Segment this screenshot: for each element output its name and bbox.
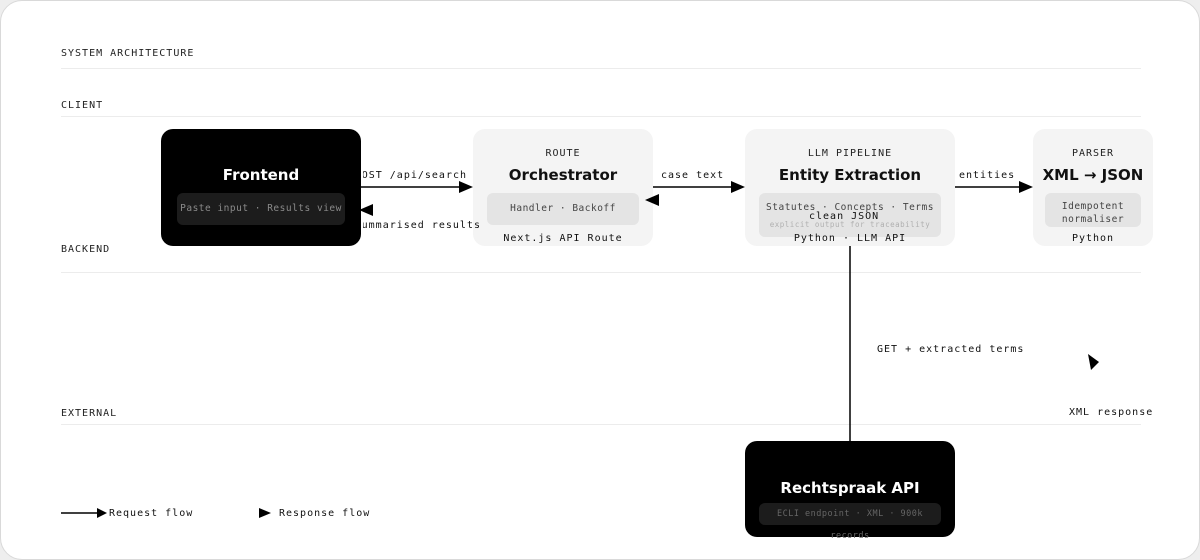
lane-label-external: EXTERNAL xyxy=(61,408,118,419)
orchestrator-kicker: ROUTE xyxy=(545,148,581,159)
entity-kicker: LLM PIPELINE xyxy=(807,148,893,159)
arrowhead-post-search xyxy=(459,181,473,193)
orchestrator-title: Orchestrator xyxy=(508,166,618,184)
lane-divider-external xyxy=(61,424,1141,425)
edge-label-clean-json: clean JSON xyxy=(809,211,880,222)
legend-request-label: Request flow xyxy=(109,508,194,519)
entity-tech: Python · LLM API xyxy=(793,233,907,244)
entity-title: Entity Extraction xyxy=(778,166,922,184)
parser-title: XML → JSON xyxy=(1042,166,1144,184)
parser-kicker: PARSER xyxy=(1071,148,1115,159)
parser-detail-line1: Idempotent xyxy=(1061,201,1125,212)
node-parser: PARSER XML → JSON Idempotent normaliser … xyxy=(1033,129,1153,246)
parser-detail-box: Idempotent normaliser xyxy=(1045,193,1141,227)
orchestrator-tech: Next.js API Route xyxy=(503,233,623,244)
node-frontend: Frontend Paste input · Results view xyxy=(161,129,361,246)
arrowhead-case-text xyxy=(731,181,745,193)
heading-divider xyxy=(61,68,1141,69)
entity-note: explicit output for traceability xyxy=(769,220,931,229)
edge-label-summarised-text: Summarised results xyxy=(363,220,481,231)
edge-label-case-text: case text xyxy=(661,170,725,181)
edge-label-post-search-text: POST /api/search xyxy=(363,170,467,181)
entity-detail-box: Statutes · Concepts · Terms explicit out… xyxy=(759,193,941,237)
arrowhead-clean-json xyxy=(645,194,659,206)
arrowhead-entities xyxy=(1019,181,1033,193)
legend-response-label: Response flow xyxy=(279,508,371,519)
frontend-detail: Paste input · Results view xyxy=(177,193,345,225)
rechtspraak-title: Rechtspraak API xyxy=(780,479,920,497)
parser-tech: Python xyxy=(1071,233,1115,244)
legend-response-head xyxy=(259,508,271,518)
frontend-title: Frontend xyxy=(222,166,300,184)
legend-request-head xyxy=(97,508,107,518)
lane-label-client: CLIENT xyxy=(61,100,104,111)
lane-divider-backend xyxy=(61,272,1141,273)
rechtspraak-detail: ECLI endpoint · XML · 900k records xyxy=(759,503,941,541)
entity-detail: Statutes · Concepts · Terms xyxy=(766,202,934,213)
node-entity-extraction: LLM PIPELINE Entity Extraction Statutes … xyxy=(745,129,955,246)
diagram-heading: SYSTEM ARCHITECTURE xyxy=(61,48,195,59)
arrowhead-xml-response xyxy=(1088,354,1099,370)
lane-label-backend: BACKEND xyxy=(61,244,111,255)
node-rechtspraak-api: Rechtspraak API ECLI endpoint · XML · 90… xyxy=(745,441,955,541)
edge-label-post-search: POST /api/search xyxy=(363,170,467,181)
orchestrator-detail: Handler · Backoff xyxy=(487,193,639,225)
edge-label-summarised: Summarised results xyxy=(363,220,481,231)
edge-label-get-terms: GET + extracted terms xyxy=(877,344,1025,355)
lane-divider-client xyxy=(61,116,1141,117)
edge-label-entities: entities xyxy=(959,170,1016,181)
edge-label-xml-response: XML response xyxy=(1069,407,1154,418)
arrowhead-summarised xyxy=(359,204,373,216)
parser-detail-line2: normaliser xyxy=(1061,214,1125,225)
node-orchestrator: ROUTE Orchestrator Handler · Backoff Nex… xyxy=(473,129,653,246)
